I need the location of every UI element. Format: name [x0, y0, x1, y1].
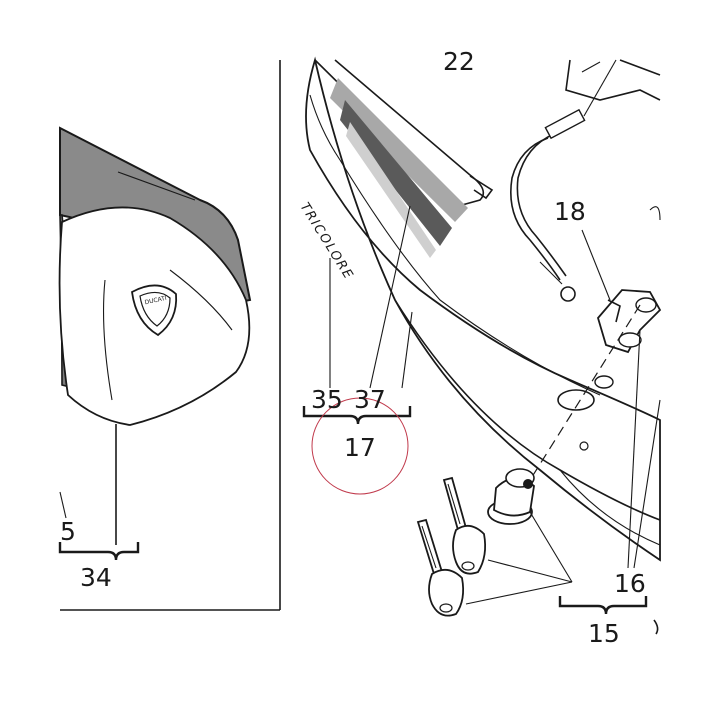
callout-16: 16: [614, 569, 646, 598]
frame-fragment: [565, 59, 661, 221]
callout-15: 15: [588, 619, 620, 648]
leaders-17: [302, 205, 413, 425]
release-cable: [510, 59, 617, 302]
panel-divider: [60, 60, 281, 611]
callout-35: 35: [311, 385, 343, 414]
highlight-circle: [311, 397, 409, 495]
callout-18: 18: [554, 197, 586, 226]
edge-fragment: [653, 619, 659, 635]
seat-cover-part-34: DUCATI: [58, 126, 252, 561]
stripe-dark: [340, 100, 452, 246]
callout-37: 37: [354, 385, 386, 414]
callout-17: 17: [344, 433, 376, 462]
key-lower: [416, 518, 465, 617]
logo-text: DUCATI: [144, 295, 167, 307]
callout-5: 5: [60, 517, 76, 546]
leader-16: [627, 329, 641, 569]
ducati-logo: DUCATI: [131, 284, 178, 337]
key-upper: [442, 476, 487, 575]
brace-34: [58, 542, 140, 561]
brace-15: [558, 596, 648, 615]
brace-17: [302, 406, 412, 425]
stripe-light: [330, 78, 468, 222]
latch-bracket-part-18: [581, 229, 662, 354]
lock-cylinder: [487, 468, 535, 525]
leaders-15: [465, 511, 648, 615]
callout-34: 34: [80, 563, 112, 592]
decal-tricolore: TRICOLORE: [297, 200, 356, 283]
callout-22: 22: [443, 47, 475, 76]
lock-mount-holes: [529, 304, 641, 481]
